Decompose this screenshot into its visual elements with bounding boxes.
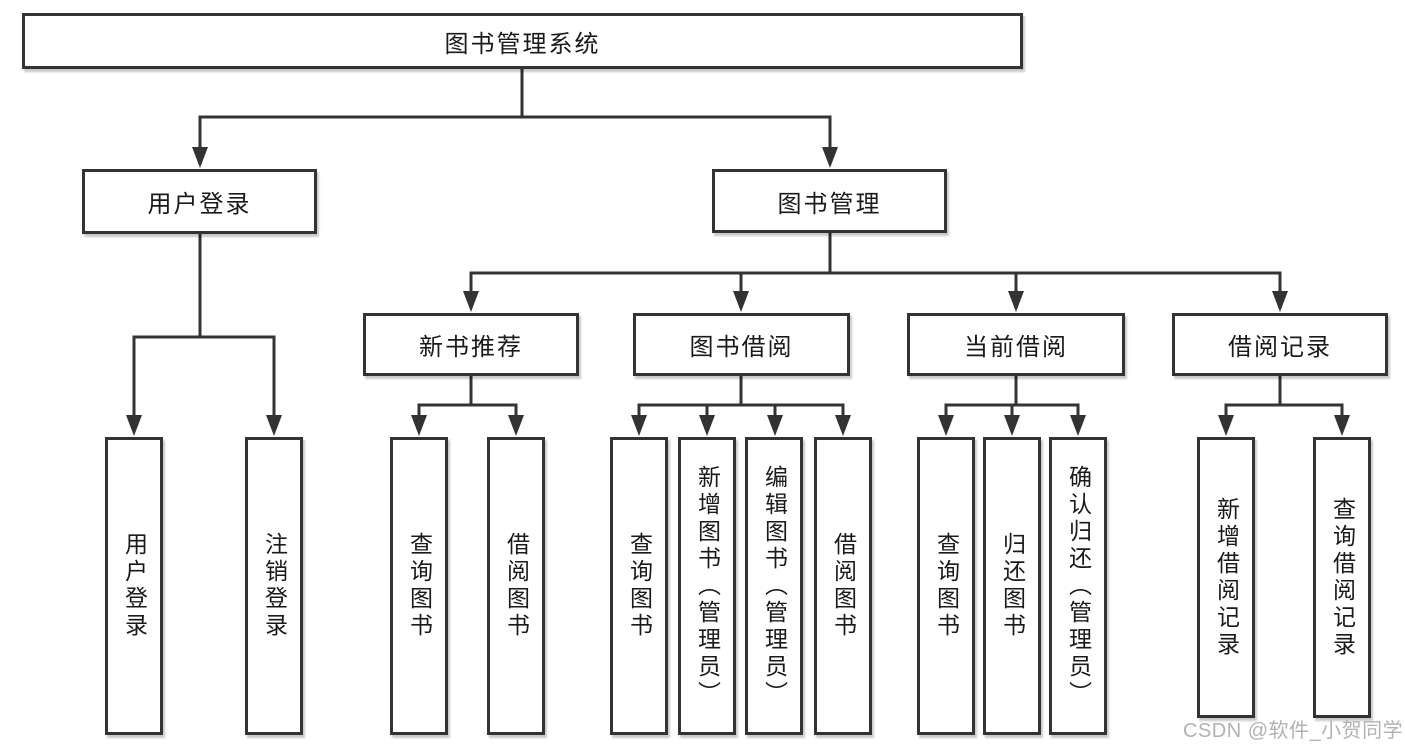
leaf-confirm-return-admin: 确认归还（管理员）	[1049, 437, 1107, 735]
connector-userlogin-to-leaves	[132, 234, 276, 418]
leaf-add-books-admin: 新增图书（管理员）	[678, 437, 736, 735]
leaf-borrow-books-recommend: 借阅图书	[487, 437, 545, 735]
node-borrowing-records: 借阅记录	[1172, 313, 1388, 376]
leaf-query-books-borrowing: 查询图书	[610, 437, 668, 735]
connector-root-to-level2	[198, 69, 832, 150]
leaf-query-books-recommend: 查询图书	[390, 437, 448, 735]
node-root-system: 图书管理系统	[22, 13, 1023, 69]
node-user-login: 用户登录	[82, 169, 317, 234]
leaf-edit-books-admin: 编辑图书（管理员）	[745, 437, 803, 735]
leaf-user-login: 用户登录	[105, 437, 163, 735]
node-new-book-recommend: 新书推荐	[363, 313, 579, 376]
node-current-borrowing: 当前借阅	[907, 313, 1125, 376]
node-book-borrowing: 图书借阅	[633, 313, 850, 376]
csdn-watermark: CSDN @软件_小贺同学	[1183, 720, 1404, 742]
leaf-return-books: 归还图书	[983, 437, 1041, 735]
leaf-query-borrow-record: 查询借阅记录	[1313, 437, 1371, 718]
arrowheads-userlogin-leaves	[126, 415, 282, 436]
leaf-query-books-current: 查询图书	[917, 437, 975, 735]
arrowheads-leaves	[411, 415, 1350, 436]
connector-bookmgmt-to-level3	[469, 232, 1282, 294]
leaf-logout: 注销登录	[245, 437, 303, 735]
node-book-management: 图书管理	[712, 169, 947, 233]
connector-level3-to-leaves	[417, 376, 1344, 418]
leaf-borrow-books-borrowing: 借阅图书	[814, 437, 872, 735]
arrowheads-level2	[192, 147, 838, 168]
arrowheads-level3	[463, 291, 1288, 312]
leaf-add-borrow-record: 新增借阅记录	[1197, 437, 1255, 718]
